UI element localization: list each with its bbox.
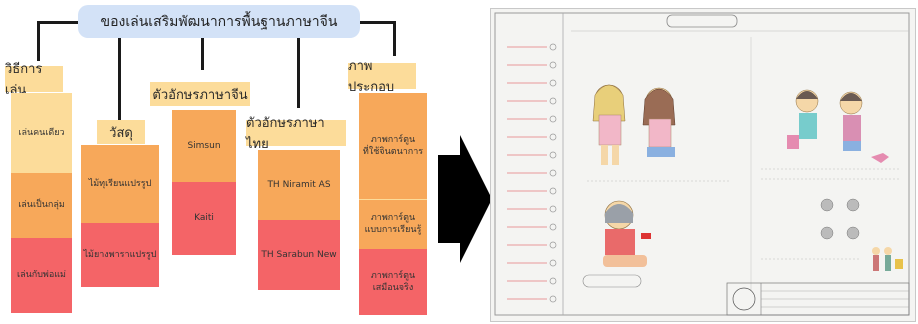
header-illustration: ภาพประกอบ: [348, 59, 416, 95]
item-th-sarabun: TH Sarabun New: [258, 220, 340, 290]
sketch-kids-right: [787, 89, 889, 163]
connector-material: [118, 38, 121, 120]
sketch-child-playing: [603, 200, 651, 267]
item-realistic-cartoon: ภาพการ์ตูน เสมือนจริง: [359, 249, 427, 315]
sketch-worksheet-image: [490, 8, 916, 322]
arrow-right-icon: [438, 135, 492, 263]
column-thai-font: TH Niramit AS TH Sarabun New: [258, 150, 340, 290]
item-play-group: เล่นเป็นกลุ่ม: [11, 173, 72, 238]
connector-left-drop: [37, 21, 40, 61]
sketch-girl-1: [592, 84, 626, 165]
item-play-parents: เล่นกับพ่อแม่: [11, 238, 72, 313]
diagram-title: ของเล่นเสริมพัฒนาการพื้นฐานภาษาจีน: [78, 5, 360, 38]
column-illustration: ภาพการ์ตูน ที่ใช้จินตนาการ ภาพการ์ตูน แบ…: [359, 93, 427, 315]
header-material: วัสดุ: [97, 120, 145, 144]
item-imaginative-cartoon: ภาพการ์ตูน ที่ใช้จินตนาการ: [359, 93, 427, 199]
column-play-method: เล่นคนเดียว เล่นเป็นกลุ่ม เล่นกับพ่อแม่: [11, 93, 72, 313]
item-kaiti: Kaiti: [172, 182, 236, 255]
item-durian-wood: ไม้ทุเรียนแปรรูป: [81, 145, 159, 223]
header-chinese-font: ตัวอักษรภาษาจีน: [150, 82, 250, 106]
column-material: ไม้ทุเรียนแปรรูป ไม้ยางพาราแปรรูป: [81, 145, 159, 287]
item-th-niramit: TH Niramit AS: [258, 150, 340, 220]
header-thai-font: ตัวอักษรภาษาไทย: [246, 116, 346, 152]
sketch-list-rows: [507, 46, 547, 300]
sketch-girl-2: [642, 87, 676, 157]
connector-thai: [297, 38, 300, 108]
connector-top-right: [360, 21, 395, 24]
item-rubber-wood: ไม้ยางพาราแปรรูป: [81, 223, 159, 287]
item-simsun: Simsun: [172, 110, 236, 182]
connector-chinese: [201, 38, 204, 70]
connector-right-drop: [393, 21, 396, 56]
connector-top-left: [37, 21, 78, 24]
column-chinese-font: Simsun Kaiti: [172, 110, 236, 255]
item-play-alone: เล่นคนเดียว: [11, 93, 72, 173]
item-learning-cartoon: ภาพการ์ตูน แบบการเรียนรู้: [359, 198, 427, 250]
header-play-method: วิธีการเล่น: [5, 62, 63, 98]
